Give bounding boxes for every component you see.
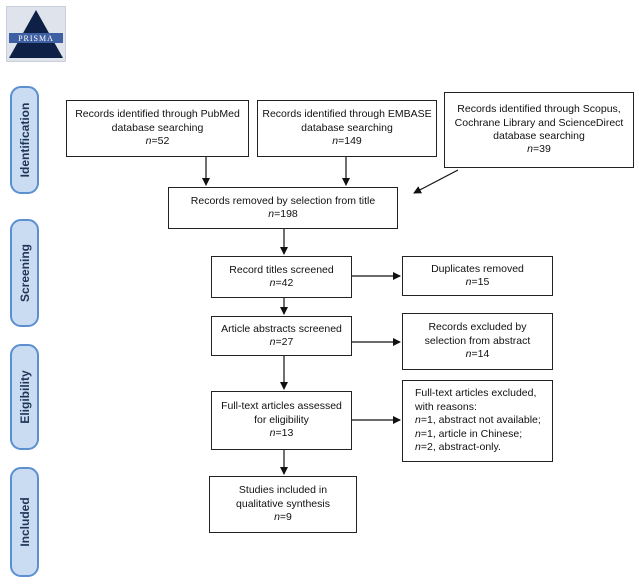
embase-count: n=149 xyxy=(332,135,362,148)
n-symbol: n xyxy=(332,135,339,148)
included-count-value: =9 xyxy=(279,511,292,524)
fulltext-assessed-count: n=13 xyxy=(270,427,294,440)
stage-included: Included xyxy=(10,467,39,577)
pubmed-line-2: database searching xyxy=(111,121,204,134)
prisma-logo-text: PRISMA xyxy=(18,34,54,43)
pubmed-line-1: Records identified through PubMed xyxy=(75,108,240,121)
embase-line-2: database searching xyxy=(301,121,393,134)
n-symbol: n xyxy=(269,336,276,348)
included-count: n=9 xyxy=(274,511,292,524)
prisma-logo-icon: PRISMA xyxy=(7,7,65,61)
box-fulltext-excluded: Full-text articles excluded, with reason… xyxy=(402,380,553,462)
box-fulltext-assessed: Full-text articles assessed for eligibil… xyxy=(211,391,352,450)
reason-2-text: =1, article in Chinese; xyxy=(420,427,523,440)
excluded-abstract-line-2: selection from abstract xyxy=(424,334,531,347)
removed-title-line-1: Records removed by selection from title xyxy=(190,194,376,207)
abstracts-screened-count-value: =27 xyxy=(275,336,294,348)
pubmed-count: n=52 xyxy=(146,135,170,148)
box-scopus-records: Records identified through Scopus, Cochr… xyxy=(444,92,634,168)
fulltext-excluded-line-1: Full-text articles excluded, xyxy=(415,387,537,400)
stage-eligibility: Eligibility xyxy=(10,344,39,450)
prisma-logo: PRISMA xyxy=(6,6,66,62)
fulltext-excluded-reason-2: n=1, article in Chinese; xyxy=(415,428,522,441)
titles-screened-count: n=42 xyxy=(270,277,294,290)
reason-3-text: =2, abstract-only. xyxy=(420,441,501,454)
duplicates-count: n=15 xyxy=(466,276,490,289)
box-studies-included: Studies included in qualitative synthesi… xyxy=(209,476,357,533)
scopus-count: n=39 xyxy=(527,143,551,156)
box-excluded-by-abstract: Records excluded by selection from abstr… xyxy=(402,313,553,370)
excluded-abstract-count: n=14 xyxy=(466,348,490,361)
n-symbol: n xyxy=(268,208,275,220)
abstracts-screened-line-1: Article abstracts screened xyxy=(221,322,342,335)
n-symbol: n xyxy=(465,276,472,288)
n-symbol: n xyxy=(527,143,534,156)
box-embase-records: Records identified through EMBASE databa… xyxy=(257,100,437,157)
box-duplicates-removed: Duplicates removed n=15 xyxy=(402,256,553,296)
n-symbol: n xyxy=(415,441,421,454)
fulltext-assessed-line-1: Full-text articles assessed xyxy=(221,400,342,413)
box-records-removed-title: Records removed by selection from title … xyxy=(168,187,398,229)
embase-count-value: =149 xyxy=(338,135,362,148)
n-symbol: n xyxy=(415,414,421,427)
titles-screened-line-1: Record titles screened xyxy=(229,263,334,276)
scopus-line-3: database searching xyxy=(493,130,585,142)
n-symbol: n xyxy=(274,511,280,524)
titles-screened-count-value: =42 xyxy=(275,277,294,289)
scopus-count-value: =39 xyxy=(533,143,551,156)
duplicates-count-value: =15 xyxy=(471,276,490,288)
removed-title-count: n=198 xyxy=(268,208,298,221)
n-symbol: n xyxy=(415,427,421,440)
n-symbol: n xyxy=(465,348,472,361)
duplicates-line-1: Duplicates removed xyxy=(431,262,524,275)
included-line-1: Studies included in xyxy=(238,484,328,497)
abstracts-screened-count: n=27 xyxy=(270,336,294,349)
removed-title-count-value: =198 xyxy=(274,208,298,220)
reason-1-text: =1, abstract not available; xyxy=(420,414,541,427)
pubmed-count-value: =52 xyxy=(151,135,170,148)
fulltext-excluded-reason-1: n=1, abstract not available; xyxy=(415,414,541,427)
box-abstracts-screened: Article abstracts screened n=27 xyxy=(211,316,352,356)
n-symbol: n xyxy=(269,277,276,289)
included-line-2: qualitative synthesis xyxy=(236,497,330,510)
stage-identification: Identification xyxy=(10,86,39,194)
fulltext-excluded-reason-3: n=2, abstract-only. xyxy=(415,441,501,454)
box-titles-screened: Record titles screened n=42 xyxy=(211,256,352,298)
scopus-line-2: Cochrane Library and ScienceDirect xyxy=(454,116,624,129)
n-symbol: n xyxy=(269,427,276,440)
scopus-line-1: Records identified through Scopus, xyxy=(457,103,621,116)
stage-screening: Screening xyxy=(10,219,39,327)
n-symbol: n xyxy=(145,135,152,148)
embase-line-1: Records identified through EMBASE xyxy=(262,108,432,121)
fulltext-assessed-count-value: =13 xyxy=(275,427,294,440)
excluded-abstract-count-value: =14 xyxy=(471,348,490,361)
excluded-abstract-line-1: Records excluded by xyxy=(428,321,527,334)
fulltext-excluded-line-2: with reasons: xyxy=(415,400,477,413)
fulltext-assessed-line-2: for eligibility xyxy=(254,413,309,426)
arrow-scopus-to-removed xyxy=(413,169,459,194)
box-pubmed-records: Records identified through PubMed databa… xyxy=(66,100,249,157)
